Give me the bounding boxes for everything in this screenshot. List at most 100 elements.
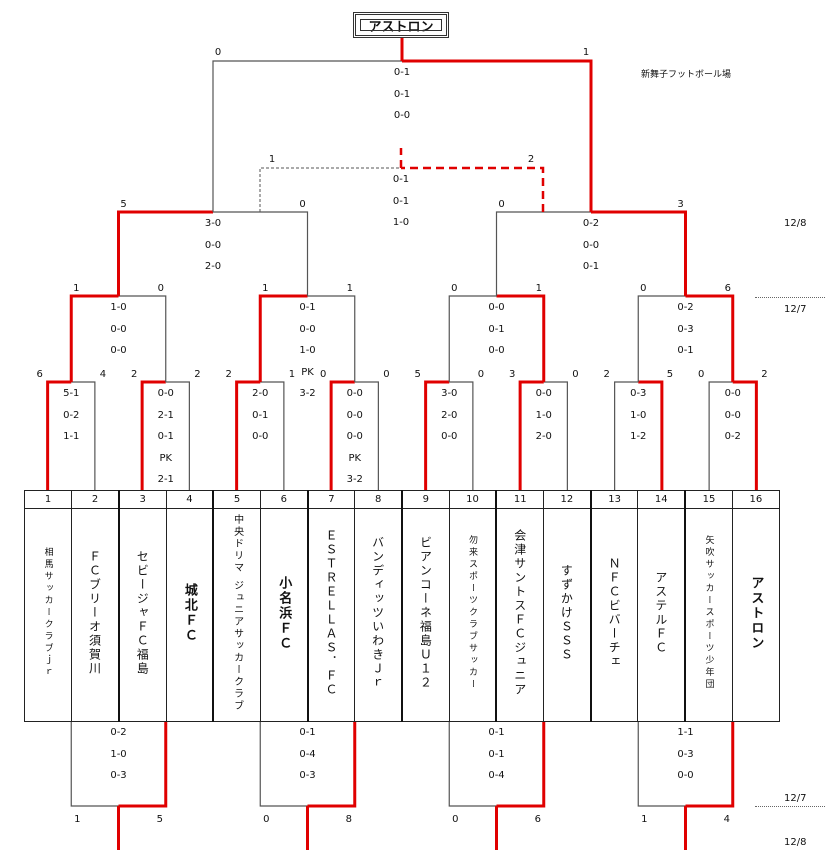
goal-count: 1 xyxy=(582,47,590,58)
team-number: 9 xyxy=(400,490,450,509)
date-upper-r1: 12/7 xyxy=(784,304,807,315)
goal-count: 0 xyxy=(697,369,705,380)
period-score: 0-1 xyxy=(299,727,316,738)
team-name: 勿来スポーツクラブサッカー xyxy=(467,535,478,691)
goal-count: 6 xyxy=(724,283,731,294)
period-score: 0-1 xyxy=(392,195,410,207)
goal-count: 1 xyxy=(288,369,296,380)
period-score: 0-1 xyxy=(299,302,316,313)
team-number: 8 xyxy=(354,490,403,509)
date-divider-upper xyxy=(755,297,825,298)
goal-count: 0 xyxy=(383,369,390,380)
goal-count: 2 xyxy=(130,369,138,380)
period-score: 0-0 xyxy=(346,409,363,421)
goal-count: 1 xyxy=(346,283,353,294)
period-score: 0-2 xyxy=(110,727,127,738)
goal-count: 8 xyxy=(345,814,352,825)
period-score: 5-1 xyxy=(63,388,80,399)
team-name-cell: ビアンコーネ福島Ｕ１２ xyxy=(400,508,450,722)
upper-r1-match-7-loser-line xyxy=(614,381,639,490)
team-number: 11 xyxy=(495,490,545,509)
period-score: 0-1 xyxy=(157,431,174,442)
team-number: 6 xyxy=(259,490,309,509)
goal-count: 6 xyxy=(36,369,43,380)
venue-label: 新舞子フットボール場 xyxy=(641,70,732,80)
period-score: 0-0 xyxy=(346,431,363,442)
goal-count: 3 xyxy=(508,369,516,380)
team-name-cell: アストロン xyxy=(731,508,781,722)
period-score: 0-2 xyxy=(582,218,600,229)
team-name: 小名浜ＦＣ xyxy=(276,575,292,651)
period-score: 0-0 xyxy=(299,323,316,335)
team-name: 城北ＦＣ xyxy=(181,583,197,643)
upper-r1-match-7-winner-line xyxy=(638,380,664,490)
period-score: 0-0 xyxy=(582,239,600,251)
period-score: 0-1 xyxy=(393,67,411,78)
upper-r1-match-1-loser-line xyxy=(71,381,96,490)
team-name-cell: 勿来スポーツクラブサッカー xyxy=(448,508,497,722)
upper-r1-match-3-winner-line xyxy=(235,380,261,490)
upper-r2-match-1-loser-line xyxy=(118,295,167,382)
period-score: 0-2 xyxy=(724,431,741,442)
team-name-cell: ＮＦＣビバーチェ xyxy=(589,508,639,722)
upper-r1-match-3-loser-line xyxy=(260,381,285,490)
team-number: 15 xyxy=(684,490,733,509)
goal-count: 1 xyxy=(535,283,542,294)
third-place-winner-line xyxy=(401,166,545,212)
upper-r2-match-2-winner-line xyxy=(258,294,308,382)
goal-count: 4 xyxy=(99,369,107,380)
date-lower-r2: 12/8 xyxy=(784,837,807,848)
lower-match-3-loser-line xyxy=(448,721,497,807)
period-score: 1-0 xyxy=(392,217,410,228)
champion-box: アストロン xyxy=(353,12,449,38)
upper-r2-match-2-loser-line xyxy=(307,295,356,382)
goal-count: 5 xyxy=(120,199,127,210)
period-score: PK xyxy=(348,452,362,464)
goal-count: 0 xyxy=(572,369,579,380)
goal-count: 1 xyxy=(74,814,81,825)
date-upper-r3: 12/8 xyxy=(784,218,807,229)
goal-count: 1 xyxy=(262,283,269,294)
final-winner-line xyxy=(402,59,593,212)
period-score: 0-3 xyxy=(299,770,316,781)
period-score: 0-1 xyxy=(252,409,269,421)
period-score: PK xyxy=(159,452,173,464)
semifinal-1-loser-line xyxy=(213,211,309,296)
period-score: 0-0 xyxy=(110,323,127,335)
team-name: ＥＳＴＲＥＬＬＡＳ．ＦＣ xyxy=(323,529,338,697)
goal-count: 4 xyxy=(723,814,730,825)
team-name-cell: ジュニアサッカークラブ中央ドリマ xyxy=(212,508,261,722)
period-score: 1-0 xyxy=(299,345,316,356)
team-name: ジュニアサッカークラブ中央ドリマ xyxy=(230,514,245,712)
team-number: 2 xyxy=(71,490,120,509)
team-name: 矢吹サッカースポーツ少年団 xyxy=(703,535,714,691)
lower-match-2-loser-line xyxy=(259,721,308,807)
upper-r1-match-4-loser-line xyxy=(354,381,379,490)
team-name-cell: 相馬サッカークラブｊｒ xyxy=(23,508,73,722)
goal-count: 0 xyxy=(214,47,222,58)
final-loser-line xyxy=(212,60,402,212)
lower-match-4-loser-line xyxy=(637,721,686,807)
team-name-cell: ＦＣブリーオ須賀川 xyxy=(71,508,120,722)
goal-count: 0 xyxy=(299,199,306,210)
period-score: 2-1 xyxy=(157,409,174,421)
date-divider-lower xyxy=(755,806,825,807)
period-score: 0-0 xyxy=(110,345,127,356)
team-name: すずかけＳＳＳ xyxy=(559,564,574,662)
goal-count: 6 xyxy=(534,814,541,825)
period-score: 0-4 xyxy=(488,770,505,781)
team-name: アストロン xyxy=(748,575,764,651)
team-name-cell: 城北ＦＣ xyxy=(165,508,214,722)
goal-count: 0 xyxy=(477,369,485,380)
period-score: 0-0 xyxy=(724,409,741,421)
goal-count: 2 xyxy=(603,369,610,380)
date-lower-r1: 12/7 xyxy=(784,793,807,804)
goal-count: 1 xyxy=(268,154,276,165)
period-score: 3-2 xyxy=(346,474,363,485)
period-score: 0-0 xyxy=(252,431,269,442)
team-name-cell: 矢吹サッカースポーツ少年団 xyxy=(684,508,733,722)
goal-count: 0 xyxy=(157,283,164,294)
